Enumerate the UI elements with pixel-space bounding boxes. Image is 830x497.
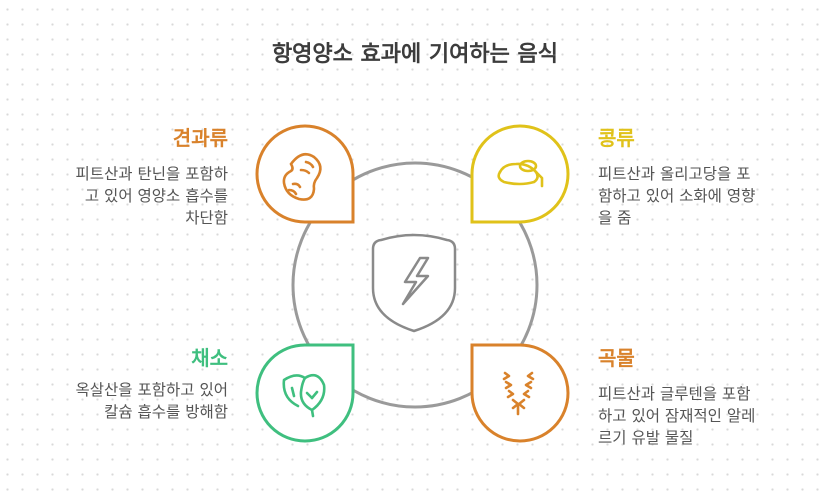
desc-line: 피트산과 글루텐을 포함 — [598, 385, 751, 403]
desc-line: 르기 유발 물질 — [598, 429, 694, 447]
wheat-icon — [502, 371, 535, 416]
desc-line: 옥살산을 포함하고 있어 — [75, 381, 228, 399]
category-label-legumes: 콩류 — [598, 126, 635, 150]
category-description-nuts: 피트산과 탄닌을 포함하 고 있어 영양소 흡수를 차단함 — [20, 163, 228, 229]
desc-line: 칼슘 흡수를 방해함 — [104, 403, 228, 421]
category-description-legumes: 피트산과 올리고당을 포 함하고 있어 소화에 영향 을 줌 — [598, 163, 818, 229]
desc-line: 함하고 있어 소화에 영향 — [598, 187, 756, 205]
desc-line: 하고 있어 잠재적인 알레 — [598, 407, 756, 425]
page-title: 항영양소 효과에 기여하는 음식 — [271, 42, 559, 67]
desc-line: 고 있어 영양소 흡수를 — [84, 187, 228, 205]
category-label-vegetables: 채소 — [191, 346, 228, 370]
shield-lightning-icon — [371, 233, 457, 333]
beans-icon — [497, 159, 544, 188]
desc-line: 차단함 — [185, 209, 228, 227]
desc-line: 을 줌 — [598, 209, 632, 227]
peanut-icon — [282, 152, 322, 201]
category-description-vegetables: 옥살산을 포함하고 있어 칼슘 흡수를 방해함 — [20, 379, 228, 423]
pin-nuts — [255, 124, 355, 224]
leaves-icon — [282, 373, 326, 418]
category-label-grains: 곡물 — [598, 346, 635, 370]
category-description-grains: 피트산과 글루텐을 포함 하고 있어 잠재적인 알레 르기 유발 물질 — [598, 383, 818, 449]
connector-ring — [291, 161, 539, 409]
pin-vegetables — [255, 343, 355, 443]
pin-legumes — [470, 124, 570, 224]
category-label-nuts: 견과류 — [172, 126, 228, 150]
pin-grains — [470, 343, 570, 443]
desc-line: 피트산과 올리고당을 포 — [598, 165, 751, 183]
desc-line: 피트산과 탄닌을 포함하 — [75, 165, 228, 183]
